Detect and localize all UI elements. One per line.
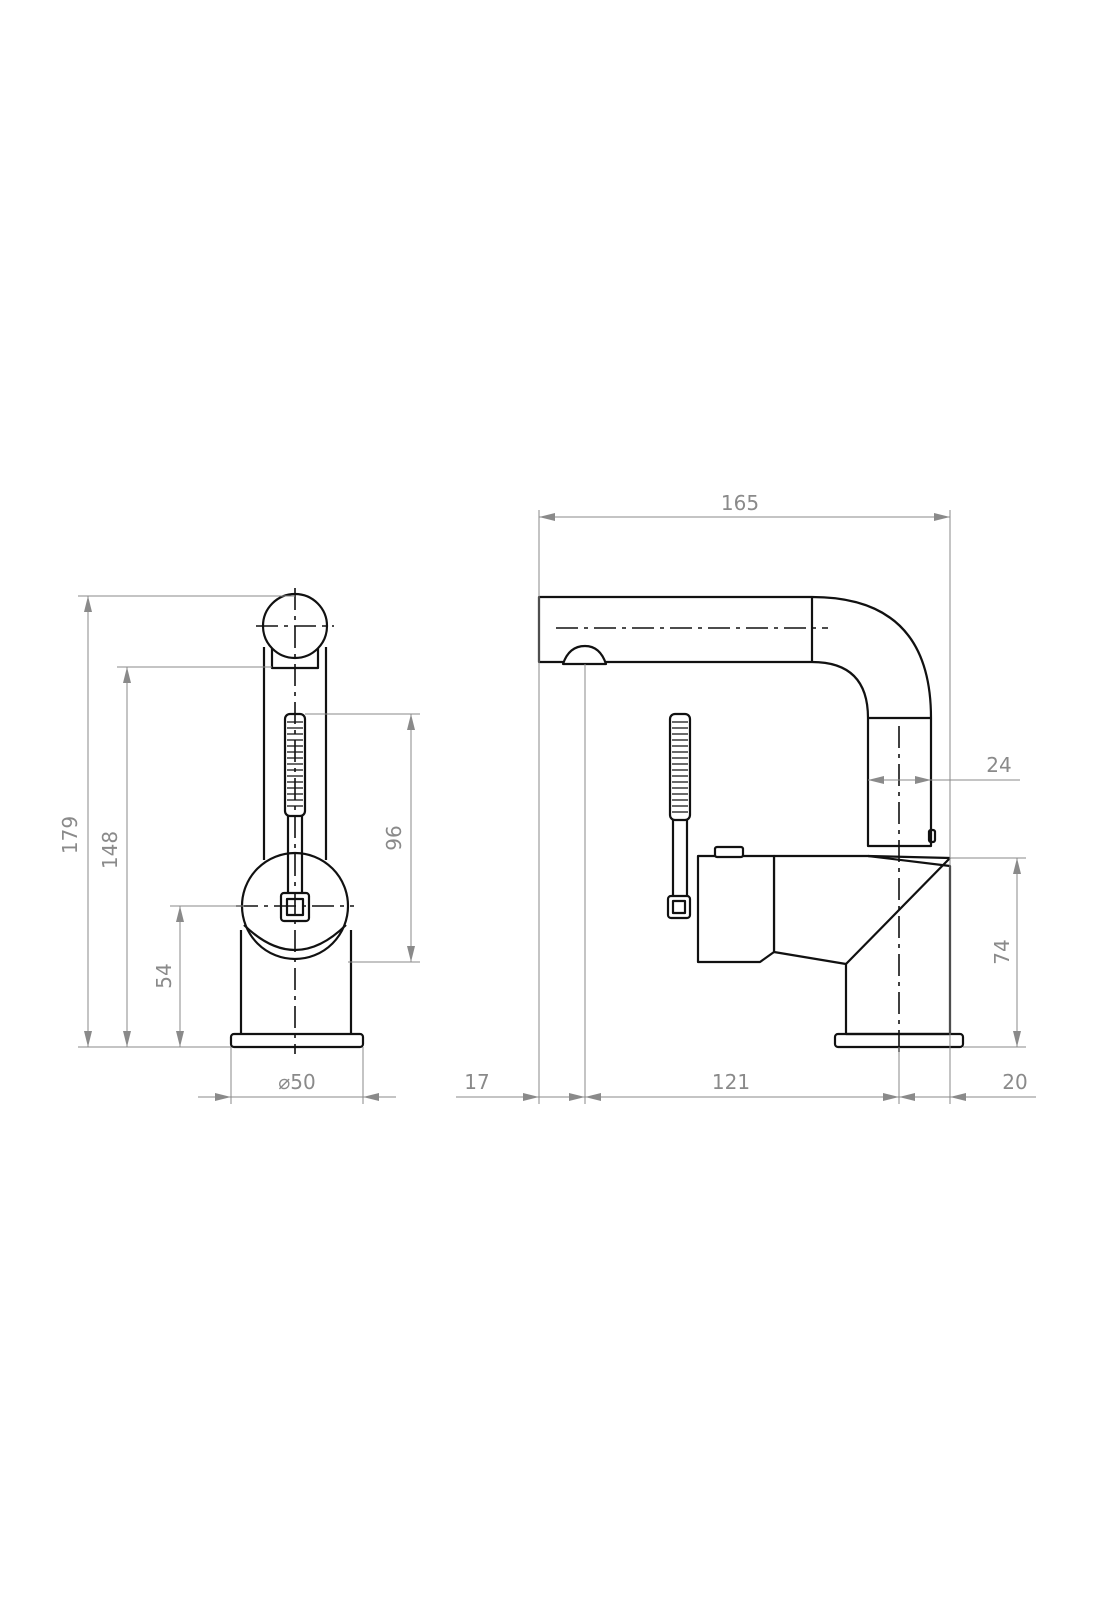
dimension-front-height-179: 179	[58, 595, 295, 1048]
dim-text-spout-tip-offset: 17	[464, 1070, 489, 1094]
dim-text-spout-height: 148	[98, 831, 122, 869]
dim-text-base-offset: 20	[1002, 1070, 1027, 1094]
dim-text-neck-width: 24	[986, 753, 1011, 777]
side-view-outline	[537, 595, 965, 1049]
side-lever-knurling	[672, 721, 688, 813]
front-view-centerlines	[236, 588, 354, 1054]
dimension-side-width-165: 165	[538, 491, 951, 1104]
dimension-front-body-center-54: 54	[152, 905, 244, 1047]
dimension-side-neck-24: 24	[868, 753, 1020, 784]
dim-text-overall-width: 165	[721, 491, 759, 515]
dimension-side-bottom-chain: 17 121 20	[456, 664, 1036, 1104]
front-view: 179 148 54 96	[58, 588, 420, 1104]
side-view-centerlines	[556, 627, 900, 1054]
dim-text-body-center-height: 54	[152, 963, 176, 988]
front-view-outline	[229, 592, 365, 1049]
dim-text-spout-reach: 121	[712, 1070, 750, 1094]
dimension-front-lever-96: 96	[305, 713, 420, 963]
dim-text-total-height: 179	[58, 816, 82, 854]
dimension-front-base-diameter-50: ⌀50	[198, 1047, 396, 1104]
dimension-side-body-height-74: 74	[950, 857, 1026, 1048]
dim-text-body-height: 74	[990, 939, 1014, 964]
side-view: 165 24 74	[456, 491, 1036, 1104]
dim-text-base-diameter: ⌀50	[278, 1070, 316, 1094]
dim-text-lever-length: 96	[382, 825, 406, 850]
dimension-front-spout-height-148: 148	[98, 666, 272, 1047]
